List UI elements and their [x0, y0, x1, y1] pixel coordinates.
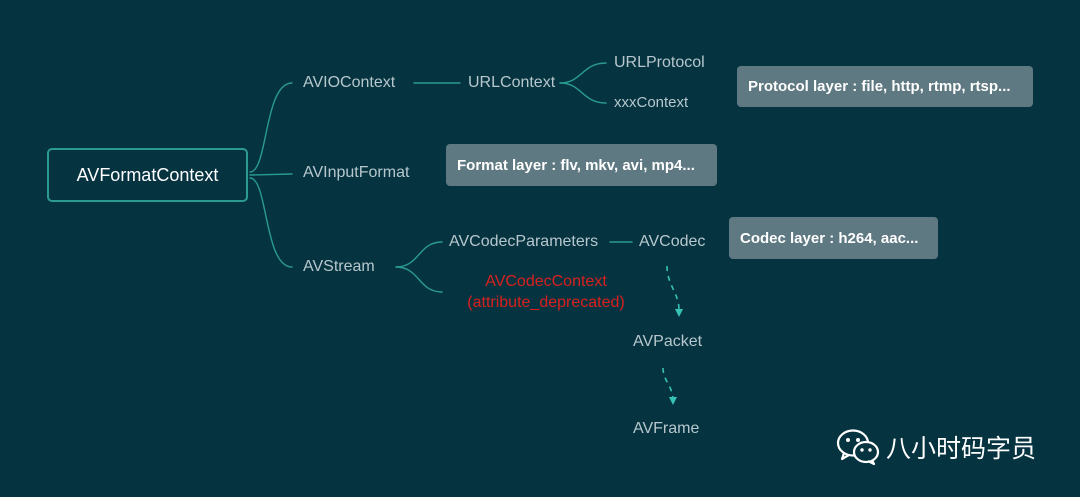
node-avstream: AVStream [303, 258, 375, 275]
arrow-packet-frame [662, 367, 674, 399]
wechat-icon [836, 429, 880, 466]
edge-root-avio [249, 82, 293, 173]
arrowhead-packet-frame [669, 397, 677, 405]
edge-stream-codeccontext [395, 266, 443, 293]
avcodeccontext-label: AVCodecContext [485, 273, 607, 290]
format-layer-box: Format layer : flv, mkv, avi, mp4... [446, 144, 717, 186]
node-urlprotocol: URLProtocol [614, 54, 705, 71]
node-avinputformat: AVInputFormat [303, 164, 410, 181]
arrowhead-codec-packet [675, 309, 683, 317]
edge-root-stream [249, 177, 293, 268]
node-avpacket: AVPacket [633, 333, 703, 350]
node-avcodeccontext: AVCodecContext (attribute_deprecated) [446, 271, 646, 313]
node-avformatcontext: AVFormatContext [47, 148, 248, 202]
watermark-text: 八小时码字员 [886, 434, 1037, 463]
node-avcodecparameters: AVCodecParameters [449, 233, 599, 250]
node-avcodec: AVCodec [639, 233, 706, 250]
node-xxxcontext: xxxContext [614, 94, 689, 111]
edge-root-inputformat [249, 173, 293, 176]
avcodeccontext-deprecated-note: (attribute_deprecated) [467, 294, 625, 311]
edge-urlcontext-xxxcontext [559, 82, 607, 104]
codec-layer-box: Codec layer : h264, aac... [729, 217, 938, 259]
node-urlcontext: URLContext [468, 74, 556, 91]
node-avframe: AVFrame [633, 420, 700, 437]
arrow-codec-packet [666, 265, 680, 311]
edge-stream-codecparams [395, 241, 443, 268]
protocol-layer-box: Protocol layer : file, http, rtmp, rtsp.… [737, 66, 1033, 107]
watermark: 八小时码字员 [836, 428, 1036, 466]
edge-urlcontext-urlprotocol [559, 62, 607, 84]
node-avio-context: AVIOContext [303, 74, 396, 91]
